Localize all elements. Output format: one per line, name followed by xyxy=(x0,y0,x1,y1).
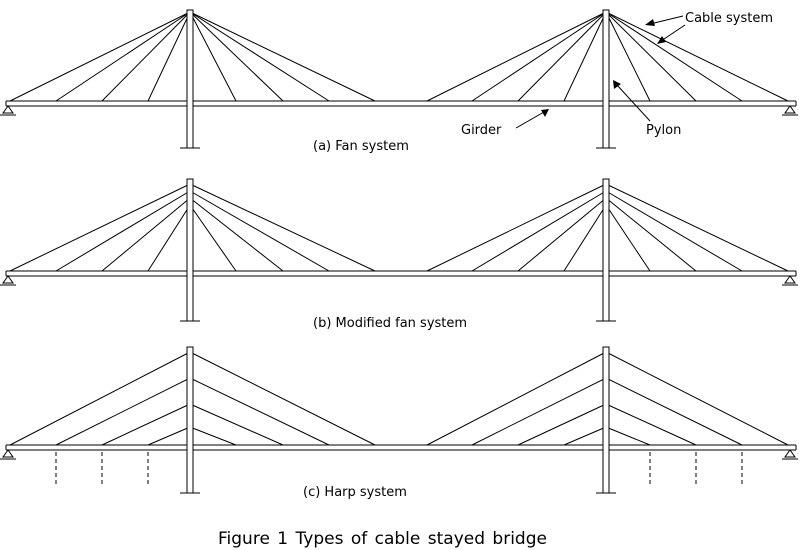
pylon-arrowhead xyxy=(613,80,621,89)
harp-cable xyxy=(563,426,607,446)
harp-support-right xyxy=(784,449,796,458)
figure-caption: Figure 1 Types of cable stayed bridge xyxy=(218,529,547,549)
cable-system-arrowhead-lower xyxy=(657,36,666,44)
harp-cable xyxy=(426,351,607,446)
harp-system-caption: (c) Harp system xyxy=(303,485,407,500)
modified-fan-cable xyxy=(517,197,607,272)
harp-cable xyxy=(471,377,607,446)
modified-fan-cable xyxy=(189,204,237,272)
fan-cable xyxy=(605,11,743,102)
pylon-arrow xyxy=(616,84,651,122)
harp-cable xyxy=(9,351,191,446)
fan-cable xyxy=(9,11,191,102)
harp-cable xyxy=(517,403,607,446)
harp-cable xyxy=(189,351,376,446)
harp-pylon-left xyxy=(186,346,194,494)
harp-cable xyxy=(147,426,191,446)
fan-pylon-right xyxy=(602,9,610,149)
cable-system-label: Cable system xyxy=(685,11,773,26)
modified-fan-support-right xyxy=(784,275,796,284)
modified-fan-cable xyxy=(471,190,607,272)
fan-support-right xyxy=(784,105,796,114)
modified-fan-cable xyxy=(147,204,191,272)
fan-cable xyxy=(147,11,191,102)
harp-cable xyxy=(55,377,191,446)
cable-system-arrow-upper xyxy=(649,15,684,25)
fan-cable xyxy=(189,11,376,102)
cable-system-arrowhead-upper xyxy=(645,19,655,26)
modified-fan-cable xyxy=(55,190,191,272)
modified-fan-cable xyxy=(605,190,743,272)
fan-cable xyxy=(605,11,789,102)
harp-pylon-right xyxy=(602,346,610,494)
harp-intermediate-piers xyxy=(55,452,743,484)
fan-cable xyxy=(605,11,697,102)
fan-structure xyxy=(0,9,798,149)
modified-fan-support-left xyxy=(2,275,14,284)
fan-cable xyxy=(189,11,237,102)
fan-pylon-left xyxy=(186,9,194,149)
pylon-label: Pylon xyxy=(646,123,681,138)
modified-fan-cables xyxy=(9,183,789,272)
fan-cables xyxy=(9,11,789,102)
modified-fan-cable xyxy=(426,183,607,272)
fan-cable xyxy=(426,11,607,102)
fan-support-left xyxy=(2,105,14,114)
fan-system-caption: (a) Fan system xyxy=(313,139,409,154)
modified-fan-pylon-left xyxy=(186,178,194,322)
harp-cable xyxy=(189,426,237,446)
harp-cable xyxy=(605,426,651,446)
fan-cable xyxy=(101,11,191,102)
harp-cable xyxy=(605,351,789,446)
modified-fan-cable xyxy=(189,183,376,272)
harp-cable xyxy=(189,377,330,446)
modified-fan-cable xyxy=(563,204,607,272)
harp-cable xyxy=(101,403,191,446)
cable-system-arrow-lower xyxy=(660,24,686,42)
fan-system-panel: (a) Fan system xyxy=(0,9,798,154)
harp-support-left xyxy=(2,449,14,458)
harp-cables xyxy=(9,351,789,446)
modified-fan-cable xyxy=(605,183,789,272)
girder-arrow xyxy=(515,111,545,129)
modified-fan-cable xyxy=(101,197,191,272)
annotations: Cable system Girder Pylon xyxy=(461,11,773,138)
fan-cable xyxy=(189,11,330,102)
fan-cable xyxy=(563,11,607,102)
modified-fan-cable xyxy=(9,183,191,272)
harp-structure xyxy=(0,346,798,494)
fan-cable xyxy=(189,11,284,102)
modified-fan-cable xyxy=(189,190,330,272)
harp-cable xyxy=(605,377,743,446)
modified-fan-system-caption: (b) Modified fan system xyxy=(313,316,467,331)
harp-system-panel: (c) Harp system xyxy=(0,346,798,500)
modified-fan-cable xyxy=(605,204,651,272)
modified-fan-cable xyxy=(189,197,284,272)
harp-cable xyxy=(189,403,284,446)
modified-fan-system-panel: (b) Modified fan system xyxy=(0,178,798,331)
modified-fan-structure xyxy=(0,178,798,322)
fan-cable xyxy=(517,11,607,102)
fan-cable xyxy=(605,11,651,102)
fan-cable xyxy=(471,11,607,102)
fan-cable xyxy=(55,11,191,102)
girder-label: Girder xyxy=(461,123,502,138)
harp-cable xyxy=(605,403,697,446)
modified-fan-pylon-right xyxy=(602,178,610,322)
modified-fan-cable xyxy=(605,197,697,272)
girder-arrowhead xyxy=(541,109,549,117)
